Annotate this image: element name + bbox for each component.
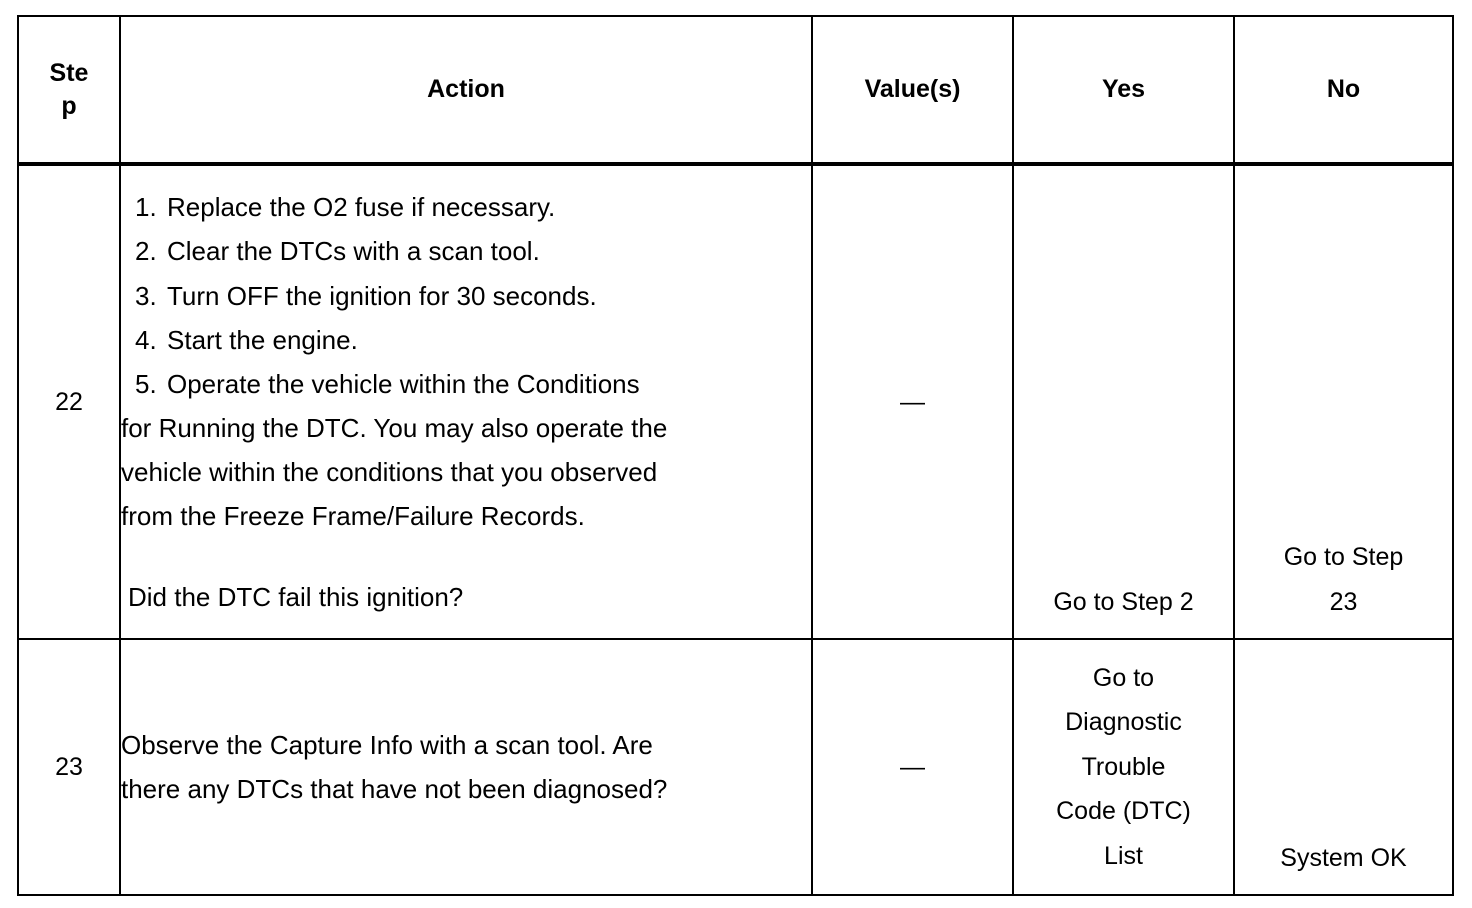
list-item: 4. Start the engine. bbox=[121, 318, 811, 362]
list-item-text: Operate the vehicle within the Condition… bbox=[167, 368, 640, 399]
list-item: 5. Operate the vehicle within the Conditi… bbox=[121, 362, 811, 406]
yes-branch-line: Go to Step 2 bbox=[1053, 587, 1194, 616]
step-number: 22 bbox=[17, 163, 121, 640]
value-cell: — bbox=[811, 163, 1014, 640]
action-continuation-line: for Running the DTC. You may also operat… bbox=[121, 413, 668, 444]
yes-branch-line: Go to bbox=[1092, 663, 1155, 692]
no-branch-cell: Go to Step 23 bbox=[1233, 163, 1454, 640]
action-content: Observe the Capture Info with a scan too… bbox=[119, 638, 813, 896]
value-dash: — bbox=[900, 752, 925, 781]
blank-line bbox=[121, 539, 811, 575]
list-item: 2. Clear the DTCs with a scan tool. bbox=[121, 229, 811, 273]
no-branch-line: Go to Step bbox=[1283, 543, 1404, 571]
list-item-text: Replace the O2 fuse if necessary. bbox=[167, 192, 556, 223]
list-item-number: 5. bbox=[135, 368, 157, 399]
action-continuation-line: from the Freeze Frame/Failure Records. bbox=[121, 501, 585, 532]
action-paragraph-line: there any DTCs that have not been diagno… bbox=[121, 774, 668, 804]
list-item-text: Start the engine. bbox=[167, 324, 358, 355]
no-branch-line: System OK bbox=[1280, 843, 1407, 872]
action-paragraph-line: Observe the Capture Info with a scan too… bbox=[121, 729, 653, 760]
yes-branch-line: List bbox=[1104, 841, 1143, 870]
table-row: 22 1. Replace the O2 fuse if necessary. 2… bbox=[17, 163, 1454, 640]
list-item-number: 3. bbox=[135, 280, 157, 311]
list-item: 3. Turn OFF the ignition for 30 seconds. bbox=[121, 274, 811, 318]
list-item-text: Turn OFF the ignition for 30 seconds. bbox=[167, 280, 597, 311]
yes-branch-line: Code (DTC) bbox=[1056, 797, 1191, 826]
yes-branch-line: Diagnostic bbox=[1065, 708, 1182, 737]
table-header-row: Step Action Value(s) Yes No bbox=[17, 15, 1454, 166]
action-question: Did the DTC fail this ignition? bbox=[128, 581, 464, 612]
value-dash: — bbox=[900, 387, 925, 416]
yes-branch-cell: Go to Diagnostic Trouble Code (DTC) List bbox=[1012, 638, 1235, 896]
step-number: 23 bbox=[17, 638, 121, 896]
no-branch-line: 23 bbox=[1329, 587, 1358, 616]
list-item-number: 4. bbox=[135, 324, 157, 355]
list-item-number: 2. bbox=[135, 236, 157, 267]
numbered-step-list: 1. Replace the O2 fuse if necessary. 2. Cl… bbox=[121, 185, 811, 406]
list-item-text: Clear the DTCs with a scan tool. bbox=[167, 236, 540, 267]
column-header-no: No bbox=[1233, 15, 1454, 166]
no-branch-cell: System OK bbox=[1233, 638, 1454, 896]
value-cell: — bbox=[811, 638, 1014, 896]
yes-branch-cell: Go to Step 2 bbox=[1012, 163, 1235, 640]
action-continuation-line: vehicle within the conditions that you o… bbox=[121, 457, 658, 488]
column-header-step: Step bbox=[17, 15, 121, 166]
table-row: 23 Observe the Capture Info with a scan … bbox=[17, 638, 1454, 896]
diagnostic-procedure-table: Step Action Value(s) Yes No 22 1. Replace… bbox=[17, 15, 1454, 896]
list-item: 1. Replace the O2 fuse if necessary. bbox=[121, 185, 811, 229]
column-header-value: Value(s) bbox=[811, 15, 1014, 166]
column-header-action: Action bbox=[119, 15, 813, 166]
list-item-number: 1. bbox=[135, 192, 157, 223]
action-content: 1. Replace the O2 fuse if necessary. 2. Cl… bbox=[119, 163, 813, 640]
yes-branch-line: Trouble bbox=[1081, 752, 1166, 781]
column-header-yes: Yes bbox=[1012, 15, 1235, 166]
